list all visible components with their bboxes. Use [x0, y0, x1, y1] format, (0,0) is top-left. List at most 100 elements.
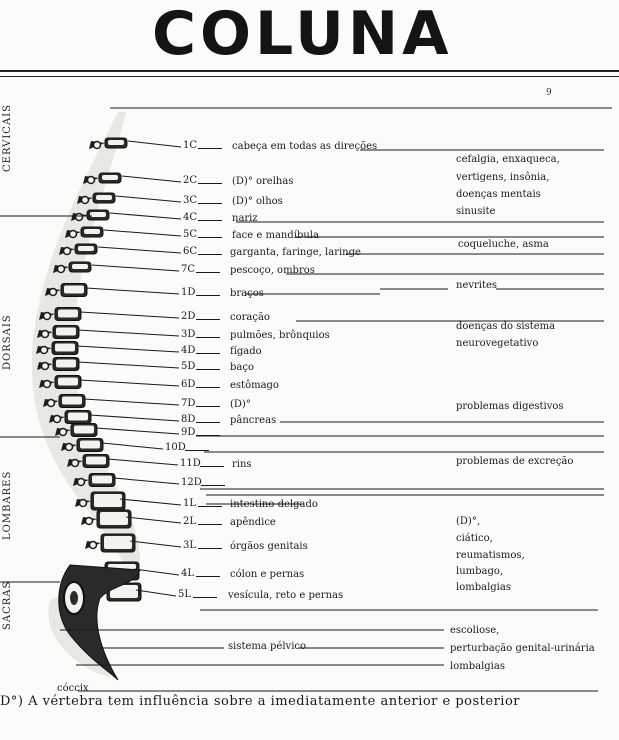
condition-label: cefalgia, enxaqueca,	[456, 154, 560, 165]
organ-label: baço	[230, 362, 254, 373]
facet-joint	[84, 516, 94, 526]
leader-line	[103, 229, 182, 237]
vertebra-body-highlight	[62, 396, 82, 405]
vertebra-body-highlight	[74, 425, 94, 434]
vertebra-body-highlight	[108, 140, 124, 145]
vertebra-code-label: 6C	[183, 246, 198, 257]
label-dash	[200, 466, 224, 467]
leader-line	[109, 212, 182, 220]
pelvic-label: sistema pélvico	[228, 641, 307, 652]
condition-label: vertigens, insônia,	[456, 172, 550, 183]
leader-line	[97, 246, 182, 254]
vertebra-code-label: 5D	[181, 361, 196, 372]
vertebra-code-label: 9D	[181, 427, 196, 438]
organ-label: cólon e pernas	[230, 569, 305, 580]
title-rule-top	[0, 70, 619, 72]
facet-joint	[46, 398, 56, 408]
vertebra-body-highlight	[58, 309, 78, 318]
facet-joint	[42, 311, 52, 321]
facet-joint	[88, 540, 98, 550]
leader-line	[133, 568, 180, 576]
region-label-sacral: SACRAS	[2, 580, 13, 630]
vertebra-body-highlight	[104, 536, 132, 549]
facet-joint	[58, 427, 68, 437]
vertebra-code-label: 3C	[183, 195, 198, 206]
label-dash	[198, 254, 222, 255]
facet-joint	[52, 414, 62, 424]
vertebra-body-highlight	[96, 195, 112, 200]
label-dash	[198, 524, 222, 525]
vertebra-code-label: 5L	[178, 589, 192, 600]
vertebra-code-label: 3D	[181, 329, 196, 340]
organ-label: (D)° olhos	[232, 196, 283, 207]
facet-joint	[74, 212, 84, 222]
facet-joint	[56, 264, 66, 274]
label-dash	[196, 435, 220, 436]
leader-line	[115, 195, 182, 203]
label-dash	[196, 353, 220, 354]
vertebra-code-label: 1L	[183, 498, 197, 509]
label-dash	[196, 576, 220, 577]
facet-joint	[62, 246, 72, 256]
label-dash	[196, 272, 220, 273]
label-dash	[193, 597, 217, 598]
leader-line	[89, 414, 180, 422]
condition-label: neurovegetativo	[456, 338, 539, 349]
facet-joint	[68, 229, 78, 239]
vertebra-code-label: 3L	[183, 540, 197, 551]
condition-label: nevrites	[456, 280, 498, 291]
corner-mark: 9	[546, 88, 552, 98]
organ-label: (D)° orelhas	[232, 176, 294, 187]
label-dash	[201, 485, 225, 486]
label-dash	[198, 148, 222, 149]
leader-line	[119, 498, 182, 506]
vertebra-code-label: 12D	[181, 477, 202, 488]
organ-label: garganta, faringe, laringe	[230, 247, 361, 258]
condition-label: ciático,	[456, 533, 493, 544]
vertebra-body-highlight	[102, 175, 118, 180]
organ-label: órgãos genitais	[230, 541, 308, 552]
condition-label: doenças do sistema	[456, 321, 556, 332]
facet-joint	[92, 140, 102, 150]
vertebra-code-label: 11D	[180, 458, 201, 469]
vertebra-body-highlight	[100, 512, 128, 525]
leader-line	[85, 287, 180, 295]
leader-line	[107, 458, 179, 466]
condition-label: reumatismos,	[456, 550, 525, 561]
region-label-lumbar: LOMBARES	[2, 470, 13, 540]
vertebra-body-highlight	[94, 494, 122, 507]
organ-label: (D)°	[230, 399, 251, 410]
vertebra-code-label: 1C	[183, 140, 198, 151]
condition-label: (D)°,	[456, 516, 480, 527]
vertebra-body-highlight	[56, 327, 76, 336]
organ-label: pulmões, brônquios	[230, 330, 330, 341]
condition-label: problemas digestivos	[456, 401, 564, 412]
label-dash	[196, 319, 220, 320]
leader-line	[125, 516, 182, 524]
condition-label: coqueluche, asma	[458, 239, 549, 250]
vertebra-body-highlight	[86, 456, 106, 465]
facet-joint	[40, 329, 50, 339]
vertebra-code-label: 2C	[183, 175, 198, 186]
leader-line	[91, 264, 180, 272]
leader-line	[95, 427, 180, 435]
condition-label: lumbago,	[456, 566, 504, 577]
leader-line	[127, 140, 182, 148]
vertebra-body-highlight	[72, 264, 88, 269]
vertebra-body-highlight	[64, 285, 84, 294]
vertebra-code-label: 4C	[183, 212, 198, 223]
leader-line	[79, 379, 180, 387]
label-dash	[196, 387, 220, 388]
vertebra-code-label: 8D	[181, 414, 196, 425]
facet-joint	[39, 345, 49, 355]
leader-line	[83, 398, 180, 406]
leader-line	[129, 540, 182, 548]
leader-line	[77, 361, 180, 369]
organ-label: apêndice	[230, 517, 276, 528]
vertebra-body-highlight	[110, 585, 138, 598]
region-label-dorsal: DORSAIS	[2, 314, 13, 370]
leader-line	[77, 329, 180, 337]
facet-joint	[78, 498, 88, 508]
label-dash	[198, 220, 222, 221]
